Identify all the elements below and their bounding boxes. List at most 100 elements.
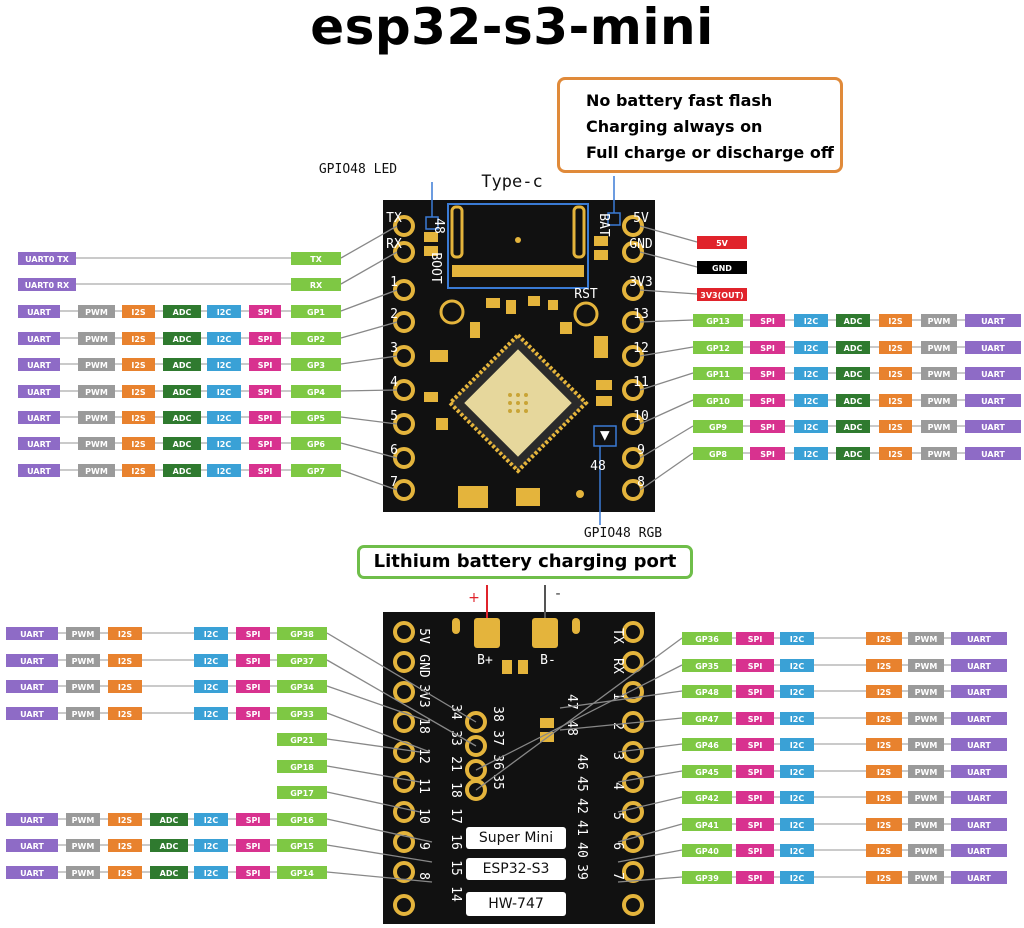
- bottom-gp14-i2c-tag: [194, 866, 228, 879]
- bottom-gp14-spi-tag: [236, 866, 270, 879]
- bottom-gp38-spi-tag-label: SPI: [246, 630, 261, 639]
- bottom-gp41-i2s-tag: [866, 818, 902, 831]
- bottom-gp48-pwm-tag: [908, 685, 944, 698]
- bottom-right-pad-7: [622, 801, 644, 823]
- top-gp5-i2c-tag-label: I2C: [217, 414, 232, 423]
- top-gp2-spi-tag-label: SPI: [258, 335, 273, 344]
- bottom-right-pad-3: [622, 681, 644, 703]
- top-gp2-spi-tag: [249, 332, 281, 345]
- top-gp3-adc-tag-label: ADC: [173, 361, 192, 370]
- bottom-gp41-spi-tag: [736, 818, 774, 831]
- bottom-gp45-tag: [682, 765, 732, 778]
- bottom-gp46-i2s-tag-label: I2S: [877, 741, 892, 750]
- bottom-gp45-i2c-tag-label: I2C: [790, 768, 805, 777]
- bottom-gp40-i2s-tag-label: I2S: [877, 847, 892, 856]
- top-left-pad-2: [393, 241, 415, 263]
- top-gp13-i2c-tag: [794, 314, 828, 327]
- bottom-gp41-spi-tag-label: SPI: [748, 821, 763, 830]
- bottom-gp35-tag: [682, 659, 732, 672]
- bottom-gp42-i2s-tag: [866, 791, 902, 804]
- top-gp10-spi-tag-label: SPI: [760, 397, 775, 406]
- top-gp6-pwm-tag-label: PWM: [85, 440, 108, 449]
- top-gp11-pwm-tag: [921, 367, 957, 380]
- bottom-gp46-spi-tag-label: SPI: [748, 741, 763, 750]
- bottom-gp37-i2c-tag: [194, 654, 228, 667]
- bottom-gp36-pwm-tag-label: PWM: [915, 635, 938, 644]
- bottom-right-edge-label: TX: [610, 628, 625, 644]
- bottom-left-leader: [326, 844, 433, 863]
- top-gp13-adc-tag-label: ADC: [844, 317, 863, 326]
- bottom-gp45-spi-tag: [736, 765, 774, 778]
- top-right-leader: [639, 452, 694, 491]
- top-gp4-adc-tag-label: ADC: [173, 388, 192, 397]
- top-gp8-tag: [693, 447, 743, 460]
- bottom-gp15-tag-label: GP15: [290, 842, 314, 851]
- top-right-edge-label: GND: [629, 237, 653, 252]
- bottom-gp35-pwm-tag: [908, 659, 944, 672]
- top-gp10-tag: [693, 394, 743, 407]
- top-gp12-i2c-tag-label: I2C: [804, 344, 819, 353]
- bottom-gp36-i2s-tag-label: I2S: [877, 635, 892, 644]
- boot-button[interactable]: [439, 299, 465, 325]
- bottom-gp35-spi-tag: [736, 659, 774, 672]
- bottom-gp36-i2s-tag: [866, 632, 902, 645]
- bottom-gp41-pwm-tag: [908, 818, 944, 831]
- top-left-leader: [340, 442, 398, 459]
- bottom-inner-left-label: 35: [490, 774, 505, 790]
- bottom-gp37-pwm-tag: [66, 654, 100, 667]
- top-gp4-i2c-tag: [207, 385, 241, 398]
- bottom-inner-num: 18: [448, 782, 463, 798]
- top-gp4-uart-tag-label: UART: [27, 388, 51, 397]
- bottom-gp16-i2s-tag-label: I2S: [118, 816, 133, 825]
- top-rx-tag-label: RX: [310, 281, 323, 290]
- bottom-gp15-uart-tag: [6, 839, 58, 852]
- esp32-s3-label: ESP32-S3: [466, 858, 566, 880]
- reset-button[interactable]: [573, 301, 599, 327]
- bottom-left-pad-1: [393, 621, 415, 643]
- top-uart0-tx-tag: [18, 252, 76, 265]
- bottom-left-leader: [326, 685, 431, 723]
- bottom-gp40-spi-tag: [736, 844, 774, 857]
- bottom-gp35-spi-tag-label: SPI: [748, 662, 763, 671]
- bottom-gp37-i2c-tag-label: I2C: [204, 657, 219, 666]
- bottom-gp33-pwm-tag: [66, 707, 100, 720]
- top-gp1-pwm-tag: [78, 305, 115, 318]
- top-gp13-spi-tag: [750, 314, 785, 327]
- top-gp9-uart-tag: [965, 420, 1021, 433]
- top-gp2-pwm-tag-label: PWM: [85, 335, 108, 344]
- top-gp12-tag: [693, 341, 743, 354]
- gpio48-led-label: GPIO48 LED: [318, 162, 398, 177]
- top-left-leader: [340, 389, 398, 392]
- top-gp8-spi-tag: [750, 447, 785, 460]
- bottom-gp34-spi-tag: [236, 680, 270, 693]
- bottom-left-pad-6: [393, 771, 415, 793]
- top-gp10-uart-tag: [965, 394, 1021, 407]
- bottom-left-edge-label: 10: [416, 808, 431, 824]
- bottom-gp41-i2c-tag: [780, 818, 814, 831]
- rgb-triangle: ▼: [600, 425, 610, 444]
- bottom-gp45-i2s-tag-label: I2S: [877, 768, 892, 777]
- bottom-left-leader: [326, 738, 421, 753]
- top-gp8-adc-tag: [836, 447, 870, 460]
- bottom-gp41-pwm-tag-label: PWM: [915, 821, 938, 830]
- bottom-gp35-i2s-tag: [866, 659, 902, 672]
- bottom-gp47-uart-tag: [951, 712, 1007, 725]
- bottom-gp36-i2c-tag: [780, 632, 814, 645]
- bottom-gp40-tag-label: GP40: [695, 847, 719, 856]
- top-gp11-i2s-tag-label: I2S: [888, 370, 903, 379]
- top-gp9-pwm-tag-label: PWM: [928, 423, 951, 432]
- bottom-right-pad-10: [622, 894, 644, 916]
- bottom-gp47-spi-tag-label: SPI: [748, 715, 763, 724]
- bottom-gp47-tag: [682, 712, 732, 725]
- top-gp5-tag: [291, 411, 341, 424]
- bottom-gp33-pwm-tag-label: PWM: [72, 710, 95, 719]
- top-gp3-adc-tag: [163, 358, 201, 371]
- bottom-gp38-pwm-tag: [66, 627, 100, 640]
- bottom-gp42-uart-tag-label: UART: [967, 794, 991, 803]
- top-gp9-spi-tag-label: SPI: [760, 423, 775, 432]
- bottom-gp33-uart-tag: [6, 707, 58, 720]
- bottom-gp46-tag: [682, 738, 732, 751]
- top-left-edge-label: TX: [386, 211, 402, 226]
- bottom-right-edge-label: 5: [610, 812, 625, 820]
- battery-minus-pad: [532, 618, 558, 648]
